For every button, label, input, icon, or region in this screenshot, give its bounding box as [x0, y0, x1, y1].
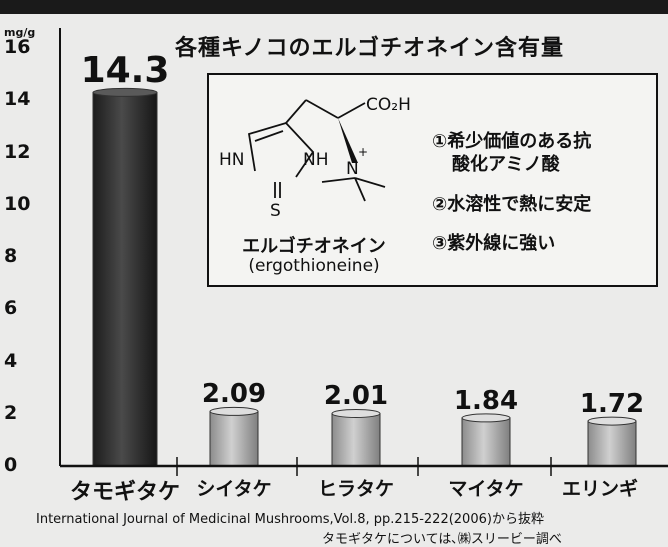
y-tick-label: 2	[4, 401, 18, 424]
y-axis-unit-label: mg/g	[4, 26, 36, 39]
category-label: タモギタケ	[69, 480, 180, 505]
bar-top-cap	[331, 408, 381, 418]
side-chain-bond-2	[305, 99, 339, 119]
methyl-bond-1	[321, 177, 356, 183]
value-label: 2.09	[201, 379, 267, 410]
category-label: シイタケ	[196, 478, 272, 500]
bar-top-cap	[461, 413, 511, 423]
source-citation: International Journal of Medicinal Mushr…	[36, 512, 544, 527]
value-label: 1.72	[579, 389, 645, 420]
molecule-name-ja: エルゴチオネイン	[242, 236, 386, 257]
ergothioneine-info-box	[207, 73, 658, 287]
category-label: マイタケ	[448, 478, 524, 500]
chart-title: 各種キノコのエルゴチオネイン含有量	[175, 36, 565, 61]
molecule-name-en: (ergothioneine)	[248, 256, 380, 276]
stereo-wedge-bond	[338, 118, 358, 163]
bar	[209, 410, 259, 467]
amine-n-label: N	[346, 159, 359, 179]
y-tick-label: 8	[4, 245, 18, 267]
bar-top-cap	[209, 406, 259, 416]
y-tick-label: 12	[4, 140, 31, 163]
y-tick-label: 6	[4, 297, 18, 320]
side-chain-bond-1	[285, 99, 307, 124]
y-tick-label: 0	[4, 454, 18, 476]
charge-label: +	[358, 145, 368, 159]
value-label: 14.3	[80, 50, 170, 92]
bar	[331, 412, 381, 467]
x-axis-ticks	[176, 457, 552, 476]
sulfur-label: S	[270, 201, 281, 221]
category-label: エリンギ	[561, 478, 638, 500]
ring-double-bond	[254, 130, 284, 142]
bar-top-cap	[92, 87, 158, 97]
carboxyl-bond	[337, 102, 366, 119]
property-1-line2: 酸化アミノ酸	[452, 154, 560, 175]
methyl-bond-3	[354, 177, 366, 202]
value-label: 1.84	[453, 385, 519, 416]
property-2: ②水溶性で熱に安定	[432, 194, 592, 215]
y-tick-label: 14	[4, 88, 31, 111]
bar	[587, 420, 637, 467]
property-1-line1: ①希少価値のある抗	[432, 131, 592, 152]
ring-hn-label: HN	[219, 150, 245, 170]
value-label: 2.01	[323, 381, 389, 412]
y-tick-label: 16	[4, 36, 31, 58]
property-3: ③紫外線に強い	[432, 233, 556, 254]
ring-nh-label: NH	[303, 150, 329, 170]
top-border-bar	[0, 0, 668, 14]
y-tick-label: 4	[4, 349, 18, 372]
methyl-bond-2	[354, 177, 386, 188]
bar-top-cap	[587, 416, 637, 426]
source-note: タモギタケについては､㈱スリービー調べ	[322, 532, 562, 547]
category-label: ヒラタケ	[317, 478, 394, 500]
carboxyl-label: CO₂H	[366, 95, 411, 115]
bars-group	[92, 87, 637, 467]
y-tick-label: 10	[4, 192, 31, 215]
bar	[92, 91, 158, 467]
